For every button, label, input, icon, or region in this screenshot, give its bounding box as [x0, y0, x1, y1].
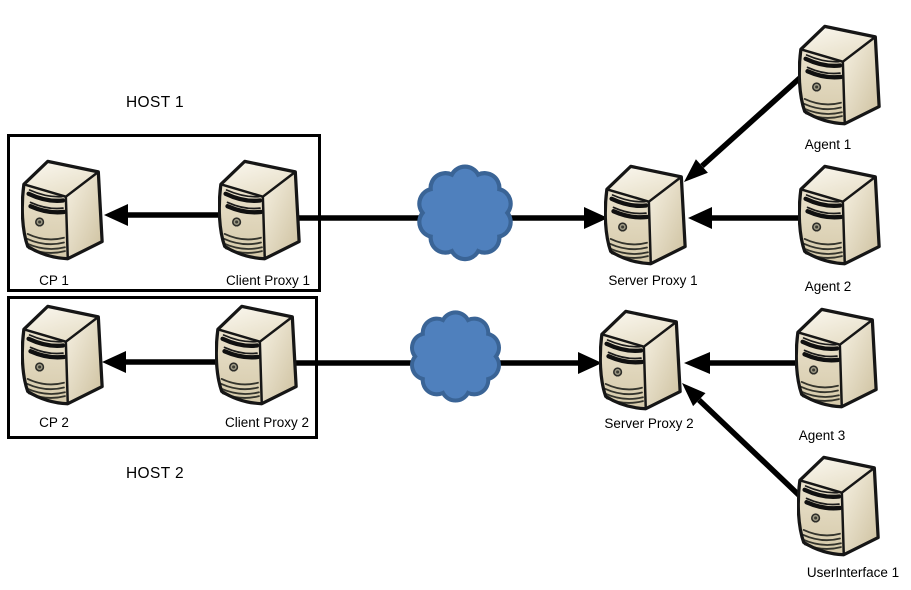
cp1-label: CP 1	[39, 273, 69, 288]
client-proxy2-label: Client Proxy 2	[224, 415, 310, 430]
client-proxy1-label: Client Proxy 1	[225, 273, 311, 288]
user-interface1-server-icon	[798, 457, 878, 554]
arrow-agent2-to-serverproxy1	[688, 207, 800, 229]
agent1-server-icon	[799, 26, 879, 123]
arrow-clientproxy1-to-cp1	[104, 204, 222, 226]
agent3-label: Agent 3	[798, 428, 846, 443]
client-proxy1-server-icon	[219, 161, 299, 258]
user-interface1-label: UserInterface 1	[806, 565, 900, 580]
agent1-label: Agent 1	[804, 137, 852, 152]
host2-boundary-box	[7, 296, 318, 439]
server-proxy1-server-icon	[605, 166, 685, 263]
host2-label: HOST 2	[125, 465, 185, 482]
server-proxy1-label: Server Proxy 1	[608, 273, 698, 288]
agent2-server-icon	[799, 166, 879, 263]
host1-boundary-box	[7, 134, 321, 292]
server-proxy2-server-icon	[600, 311, 680, 408]
server-proxy2-label: Server Proxy 2	[604, 416, 694, 431]
network-cloud-2-icon	[412, 312, 499, 400]
cp2-server-icon	[22, 306, 102, 403]
agent2-label: Agent 2	[804, 279, 852, 294]
arrow-agent3-to-serverproxy2	[684, 352, 797, 374]
agent3-server-icon	[796, 309, 876, 406]
host1-label: HOST 1	[125, 94, 185, 111]
client-proxy2-server-icon	[216, 306, 296, 403]
cp1-server-icon	[22, 161, 102, 258]
arrow-clientproxy2-to-cp2	[102, 351, 216, 373]
network-cloud-1-icon	[419, 167, 510, 259]
cp2-label: CP 2	[39, 415, 69, 430]
